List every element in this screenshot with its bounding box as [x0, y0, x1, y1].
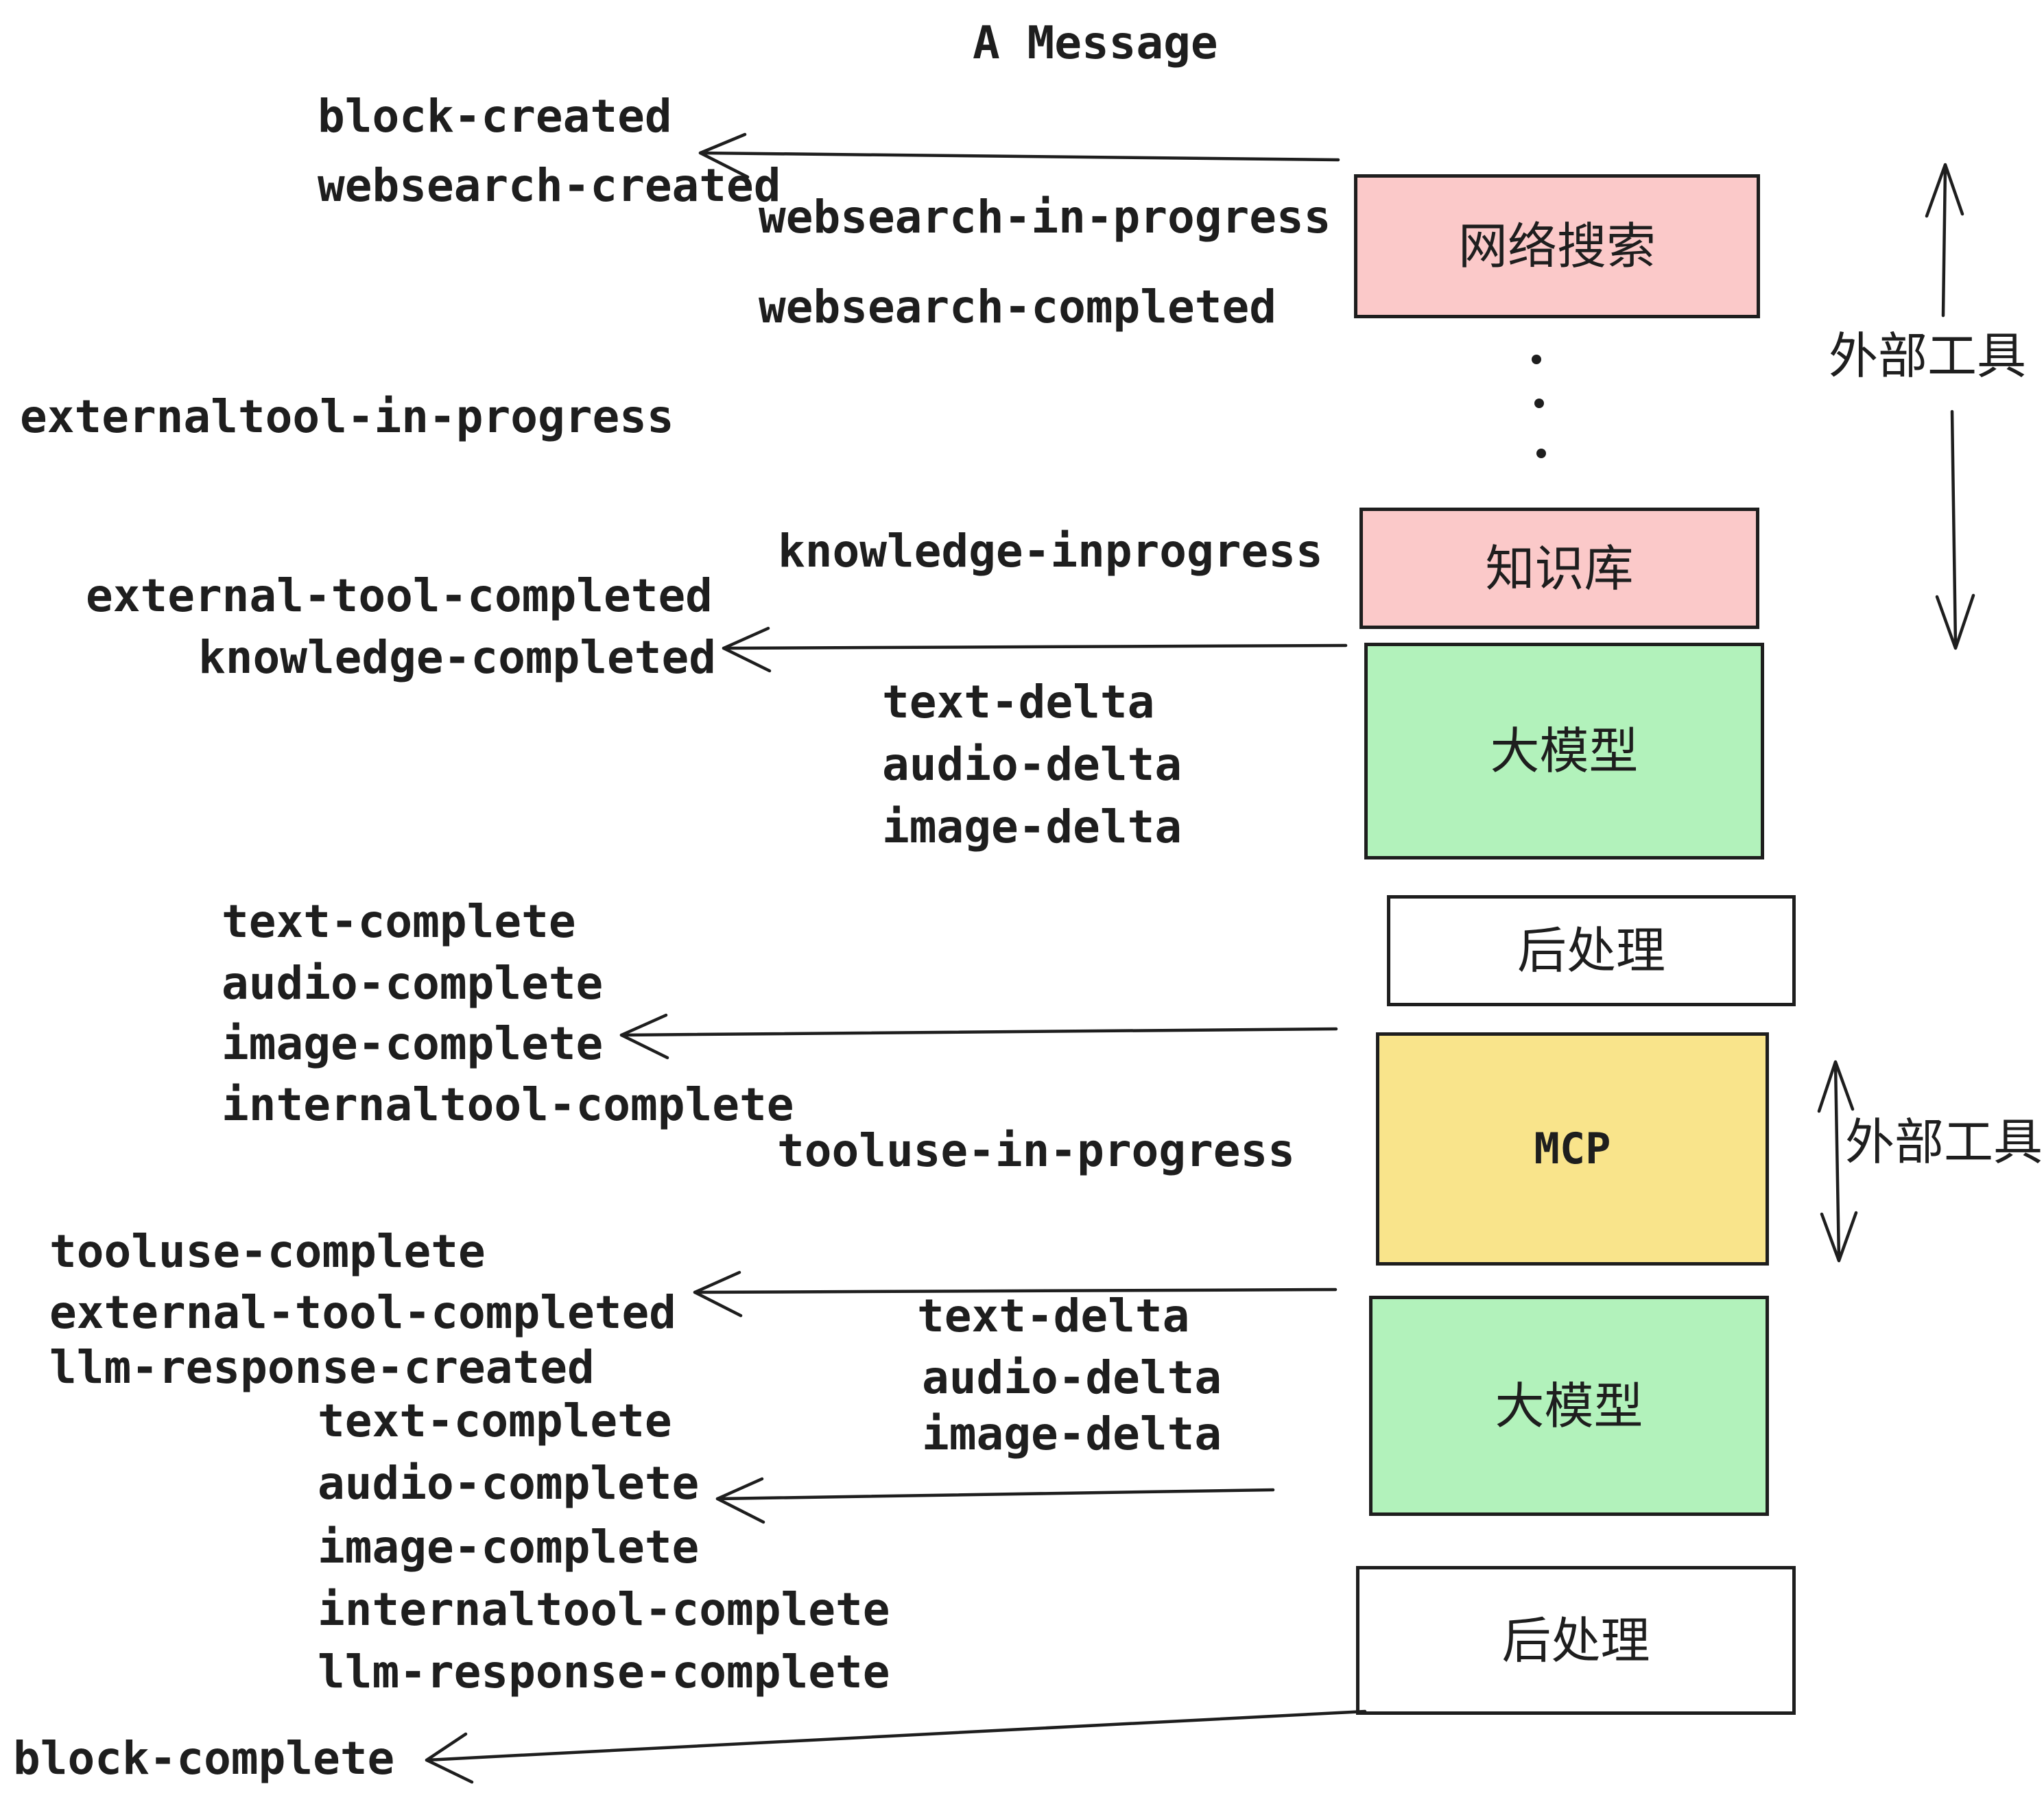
box-web-search-label: 网络搜索 [1458, 217, 1656, 275]
arrow-to-image-complete [619, 1013, 1338, 1060]
event-label-externaltool-in-progress: externaltool-in-progress [20, 390, 674, 443]
box-mcp: MCP [1376, 1032, 1769, 1266]
box-web-search: 网络搜索 [1354, 174, 1760, 318]
event-label-text-complete: text-complete [222, 895, 576, 948]
box-knowledge-base: 知识库 [1359, 508, 1759, 629]
event-label-websearch-created: websearch-created [318, 159, 781, 212]
event-label-image-complete: image-complete [222, 1017, 604, 1070]
event-label-block-created: block-created [318, 90, 672, 143]
external-tools-arrow-up-1 [1925, 163, 1964, 318]
event-label-block-complete: block-complete [13, 1732, 395, 1785]
event-label-websearch-in-progress: websearch-in-progress [759, 191, 1331, 244]
event-label-audio-delta: audio-delta [882, 738, 1183, 791]
event-label-internaltool-complete: internaltool-complete [222, 1078, 794, 1131]
side-label-external-tools-1: 外部工具 [1829, 327, 2027, 385]
box-postprocess-2-label: 后处理 [1501, 1611, 1650, 1670]
box-llm-2-label: 大模型 [1495, 1377, 1643, 1435]
box-llm-1-label: 大模型 [1490, 722, 1639, 780]
box-postprocess-1: 后处理 [1387, 895, 1796, 1006]
event-label-llm-response-complete: llm-response-complete [318, 1646, 890, 1698]
event-label-text-delta: text-delta [882, 676, 1155, 728]
box-knowledge-base-label: 知识库 [1485, 539, 1634, 597]
diagram-title: A Message [973, 16, 1218, 69]
box-mcp-label: MCP [1534, 1124, 1611, 1174]
event-label-image-complete-2: image-complete [318, 1521, 700, 1574]
box-llm-2: 大模型 [1369, 1296, 1769, 1516]
box-postprocess-2: 后处理 [1356, 1566, 1796, 1715]
event-label-tooluse-in-progress: tooluse-in-progress [777, 1124, 1295, 1177]
event-label-internaltool-complete-2: internaltool-complete [318, 1583, 890, 1636]
event-label-text-complete-2: text-complete [318, 1394, 672, 1447]
event-label-knowledge-inprogress: knowledge-inprogress [778, 525, 1323, 578]
box-llm-1: 大模型 [1364, 643, 1764, 859]
event-label-text-delta-2: text-delta [917, 1290, 1190, 1342]
event-label-websearch-completed: websearch-completed [759, 281, 1276, 333]
external-tools-arrow-down-1 [1935, 410, 1975, 650]
arrow-to-knowledge-completed [722, 626, 1348, 673]
arrow-to-websearch-created [698, 132, 1340, 179]
event-label-image-delta: image-delta [882, 800, 1183, 853]
arrow-to-block-complete [425, 1709, 1367, 1784]
event-label-external-tool-completed: external-tool-completed [86, 569, 713, 622]
vertical-ellipsis [1532, 355, 1546, 458]
box-postprocess-1-label: 后处理 [1517, 922, 1665, 980]
event-label-llm-response-created: llm-response-created [49, 1341, 595, 1394]
arrow-to-audio-complete [715, 1477, 1275, 1524]
event-label-audio-delta-2: audio-delta [922, 1351, 1222, 1404]
event-label-knowledge-completed: knowledge-completed [198, 631, 716, 684]
event-label-image-delta-2: image-delta [922, 1408, 1222, 1460]
event-label-tooluse-complete: tooluse-complete [49, 1225, 486, 1278]
side-label-external-tools-2: 外部工具 [1845, 1113, 2043, 1171]
event-label-audio-complete: audio-complete [222, 957, 604, 1010]
event-label-external-tool-completed-2: external-tool-completed [49, 1286, 676, 1339]
event-label-audio-complete-2: audio-complete [318, 1457, 700, 1510]
